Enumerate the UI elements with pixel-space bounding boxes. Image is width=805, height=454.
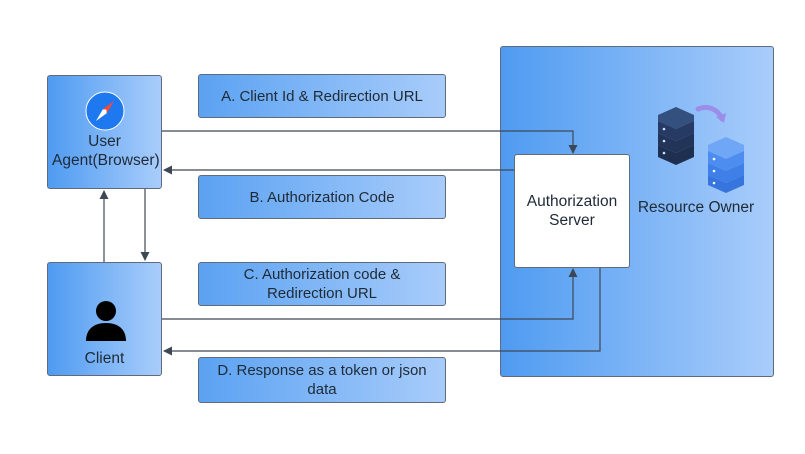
step-c-label: C. Authorization code & Redirection URL: [198, 262, 446, 306]
authorization-server-node[interactable]: Authorization Server: [514, 154, 630, 268]
arrow-c: [162, 268, 578, 320]
step-a-label: A. Client Id & Redirection URL: [198, 74, 446, 118]
user-agent-label: User Agent(Browser): [52, 133, 160, 169]
person-icon: [86, 301, 126, 341]
server-stack-icon: [658, 104, 744, 193]
step-b-label: B. Authorization Code: [198, 175, 446, 219]
arrow-a: [162, 130, 578, 154]
resource-owner-label: Resource Owner: [637, 199, 755, 216]
step-d-label: D. Response as a token or json data: [198, 357, 446, 403]
user-agent-node[interactable]: User Agent(Browser): [47, 75, 162, 189]
client-label: Client: [84, 350, 125, 367]
compass-icon: [85, 91, 125, 131]
client-node[interactable]: Client: [47, 262, 162, 376]
arrow-d: [163, 268, 601, 356]
